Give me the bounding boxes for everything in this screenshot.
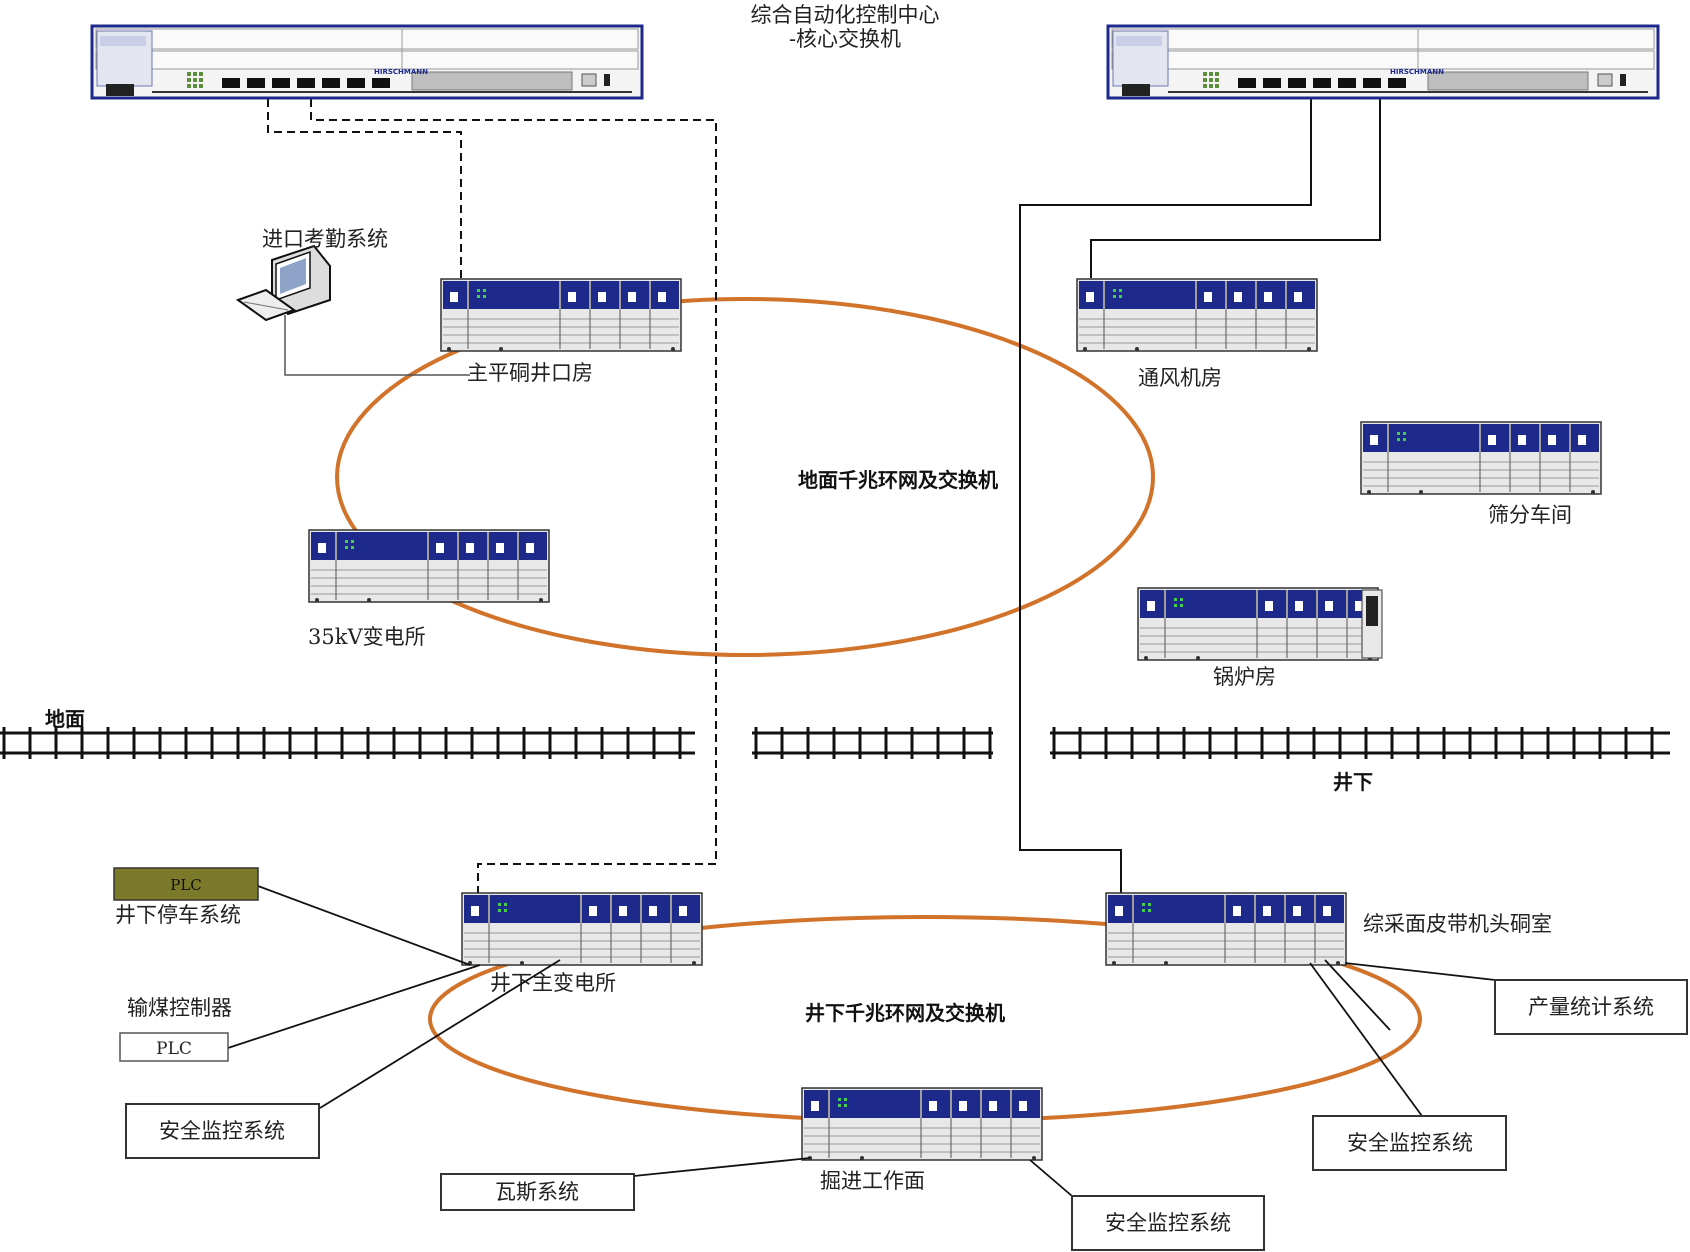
parking-plc: PLC <box>113 867 259 901</box>
surface-ring <box>335 297 1155 657</box>
box-production-stats: 产量统计系统 <box>1494 979 1688 1035</box>
dashed-uplinks <box>267 99 717 893</box>
box-safety-right-text: 安全监控系统 <box>1347 1131 1473 1155</box>
ground-divider <box>0 727 1670 759</box>
switch-heading-face <box>801 1087 1043 1161</box>
label-parking-system: 井下停车系统 <box>115 903 241 927</box>
label-main-adit: 主平硐井口房 <box>467 361 593 385</box>
box-safety-bottom-text: 安全监控系统 <box>1105 1211 1231 1235</box>
underground-ring-title: 井下千兆环网及交换机 <box>805 1001 1005 1025</box>
label-coal-controller: 输煤控制器 <box>127 996 232 1020</box>
box-production-stats-text: 产量统计系统 <box>1528 995 1654 1019</box>
box-gas-system: 瓦斯系统 <box>440 1173 635 1211</box>
label-ventilation: 通风机房 <box>1138 366 1222 390</box>
label-screening: 筛分车间 <box>1488 503 1572 527</box>
box-safety-left: 安全监控系统 <box>125 1103 320 1159</box>
switch-underground-substation <box>461 892 703 966</box>
system-links <box>227 885 1496 1197</box>
coal-plc-text: PLC <box>156 1039 192 1059</box>
parking-plc-text: PLC <box>170 876 202 894</box>
box-safety-bottom: 安全监控系统 <box>1071 1195 1265 1251</box>
surface-ring-title: 地面千兆环网及交换机 <box>798 468 998 492</box>
box-safety-left-text: 安全监控系统 <box>159 1119 285 1143</box>
switch-belt-chamber <box>1105 892 1347 966</box>
label-heading-face: 掘进工作面 <box>820 1169 925 1193</box>
switch-ventilation <box>1076 278 1318 352</box>
control-center-title: 综合自动化控制中心 <box>751 3 940 27</box>
core-switch-right-brand: HIRSCHMANN <box>1390 68 1444 76</box>
switch-main-adit <box>440 278 682 352</box>
solid-uplinks <box>1019 84 1381 893</box>
switch-boiler <box>1137 587 1383 661</box>
box-safety-right: 安全监控系统 <box>1312 1115 1507 1171</box>
box-gas-system-text: 瓦斯系统 <box>495 1180 579 1204</box>
core-switch-left: HIRSCHMANN <box>90 24 644 100</box>
label-belt-chamber: 综采面皮带机头硐室 <box>1363 912 1552 936</box>
label-boiler: 锅炉房 <box>1213 665 1276 689</box>
attendance-link <box>284 315 470 376</box>
core-switch-title: -核心交换机 <box>789 27 901 51</box>
coal-plc: PLC <box>119 1032 229 1062</box>
switch-substation-35kv <box>308 529 550 603</box>
core-switch-right: HIRSCHMANN <box>1106 24 1660 100</box>
label-surface: 地面 <box>45 707 85 731</box>
label-underground: 井下 <box>1333 770 1373 794</box>
label-substation-35kv: 35kV变电所 <box>308 625 426 649</box>
core-switch-left-brand: HIRSCHMANN <box>374 68 428 76</box>
label-attendance: 进口考勤系统 <box>262 227 388 251</box>
switch-screening <box>1360 421 1602 495</box>
computer-terminal-icon <box>235 244 331 322</box>
